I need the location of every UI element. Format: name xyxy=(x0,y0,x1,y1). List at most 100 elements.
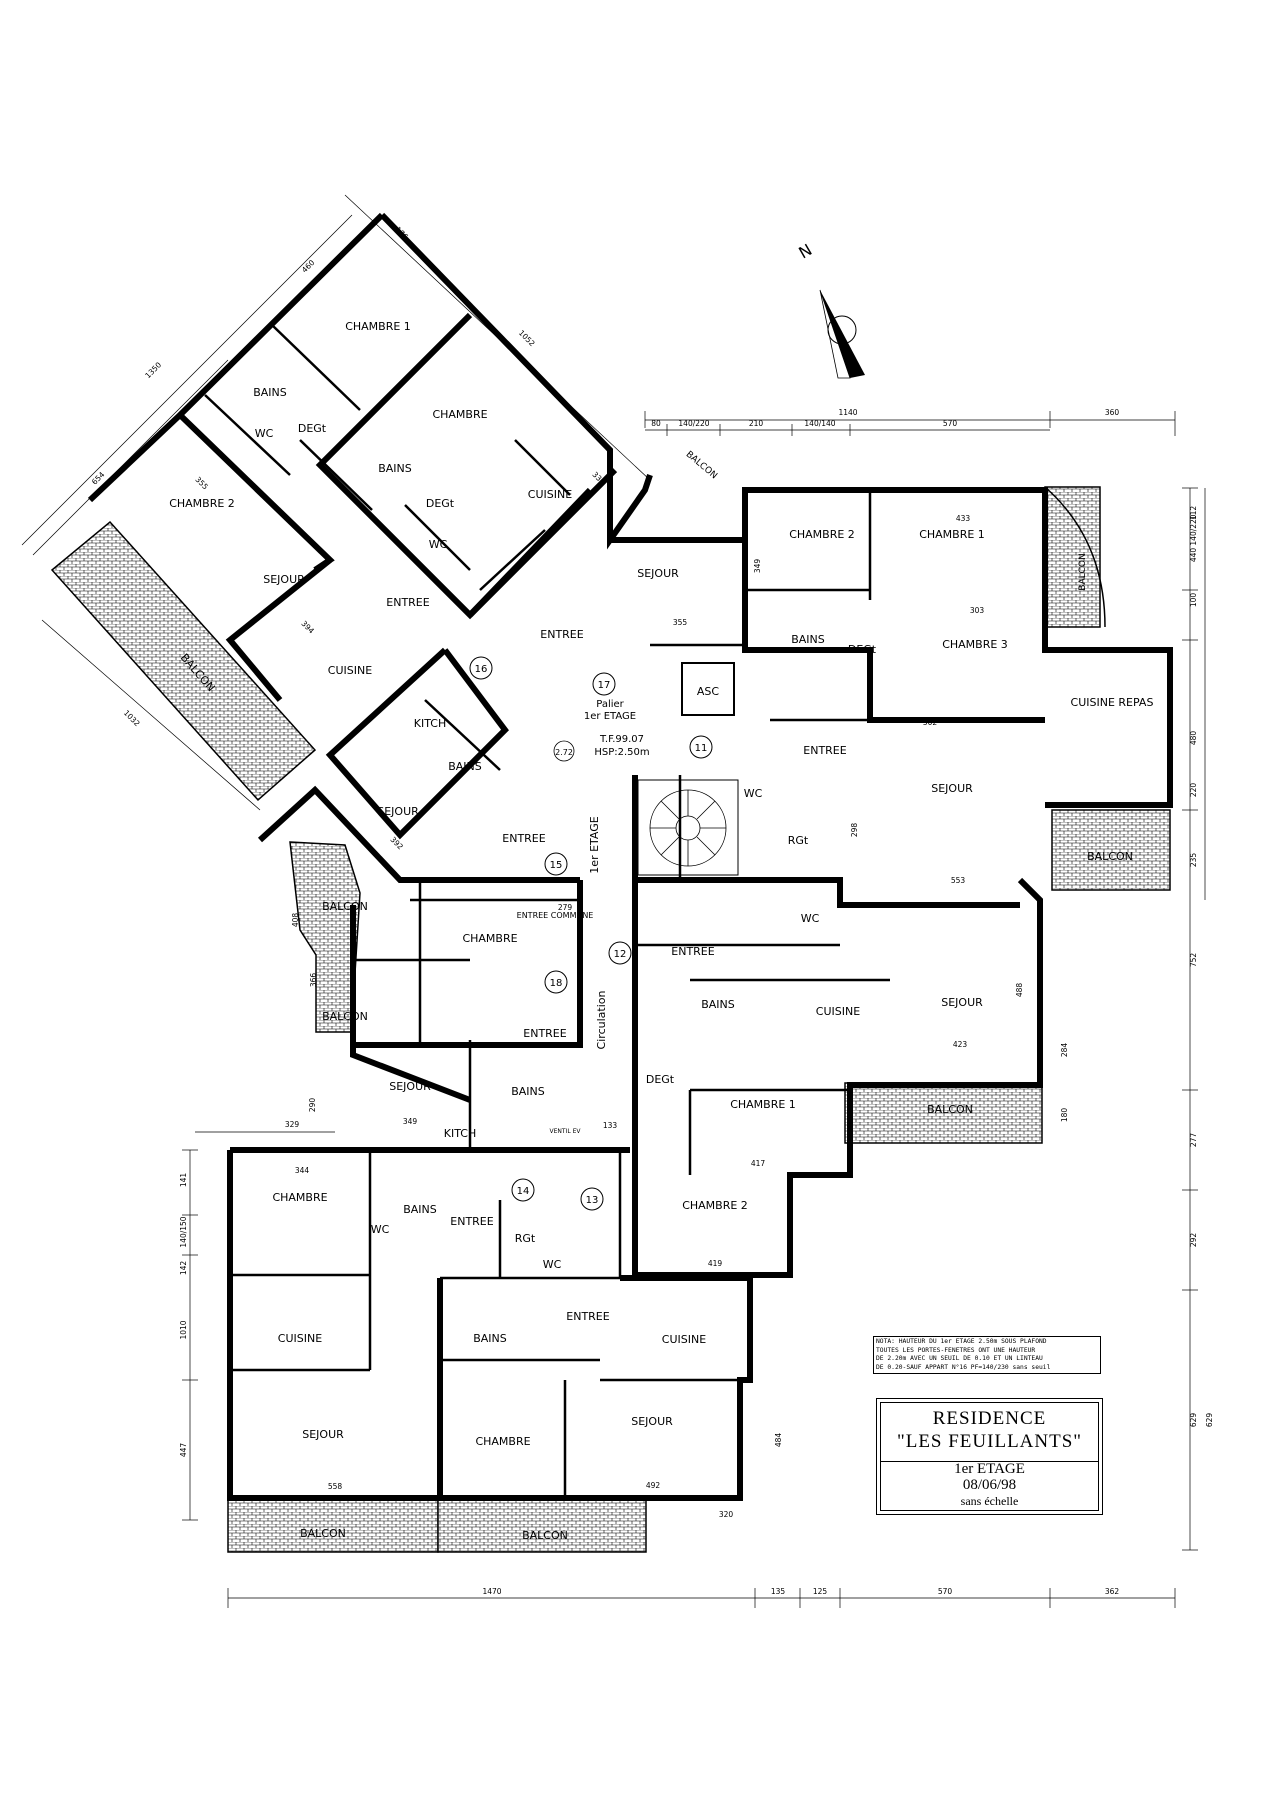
dim-label: 423 xyxy=(953,1040,968,1049)
dim-label: 303 xyxy=(970,606,985,615)
dim-label: 1140 xyxy=(838,408,857,417)
apartment-number: 18 xyxy=(550,978,563,989)
room-label: CUISINE xyxy=(528,488,572,501)
staircase xyxy=(637,779,739,876)
room-label: CUISINE xyxy=(278,1332,322,1345)
room-label: CHAMBRE xyxy=(462,932,517,945)
dim-label: 492 xyxy=(646,1481,661,1490)
room-label: BALCON xyxy=(927,1103,973,1116)
room-label: SEJOUR xyxy=(637,567,679,580)
title-block: RESIDENCE "LES FEUILLANTS" 1er ETAGE 08/… xyxy=(876,1398,1103,1515)
room-label: CHAMBRE 1 xyxy=(919,528,985,541)
room-label: BAINS xyxy=(253,386,287,399)
dim-label: 1350 xyxy=(143,360,163,380)
dim-label: 100 xyxy=(1189,593,1198,608)
room-label: BALCON xyxy=(322,900,368,913)
room-label: ENTREE xyxy=(671,945,714,958)
room-label: KITCH xyxy=(414,717,446,730)
room-label: RGt xyxy=(788,834,809,847)
room-label: DEGt xyxy=(298,422,327,435)
elevator-shaft xyxy=(681,662,735,716)
room-label: WC xyxy=(744,787,763,800)
dim-label: 140/220 xyxy=(678,419,709,428)
dim-label: 140/220 xyxy=(1189,514,1198,545)
room-label: WC xyxy=(801,912,820,925)
dim-label: 1032 xyxy=(122,708,142,728)
scale-label: sans échelle xyxy=(960,1494,1019,1508)
dim-label: 1470 xyxy=(482,1587,501,1596)
dim-label: 417 xyxy=(751,1159,766,1168)
dim-label: 419 xyxy=(708,1259,723,1268)
room-label: ENTREE COMMUNE xyxy=(517,911,594,920)
dim-label: 142 xyxy=(179,1261,188,1276)
dim-label: 433 xyxy=(956,514,971,523)
residence-label: RESIDENCE xyxy=(932,1408,1047,1429)
room-label: CHAMBRE 2 xyxy=(789,528,855,541)
apartment-number: 17 xyxy=(598,680,611,691)
dim-label: 349 xyxy=(403,1117,418,1126)
room-label: ASC xyxy=(697,685,720,698)
room-label: BALCON xyxy=(322,1010,368,1023)
room-label: SEJOUR xyxy=(377,805,419,818)
room-label: SEJOUR xyxy=(931,782,973,795)
room-label: WC xyxy=(543,1258,562,1271)
apartment-number: 16 xyxy=(475,664,488,675)
room-label: 1er ETAGE xyxy=(588,816,601,873)
room-label: ENTREE xyxy=(386,596,429,609)
room-label: CHAMBRE 2 xyxy=(169,497,235,510)
dim-label: 355 xyxy=(673,618,688,627)
room-label: BALCON xyxy=(1087,850,1133,863)
dim-label: 344 xyxy=(295,1166,310,1175)
dim-label: 284 xyxy=(1060,1043,1069,1058)
room-label: Circulation xyxy=(595,991,608,1050)
dim-label: 440 xyxy=(1189,548,1198,563)
dim-label: 558 xyxy=(328,1482,343,1491)
palier-label: 1er ETAGE xyxy=(584,711,636,722)
dimension-lines xyxy=(21,194,1206,1608)
room-label: BALCON xyxy=(684,450,719,482)
dim-label: 408 xyxy=(291,913,300,928)
room-label: KITCH xyxy=(444,1127,476,1140)
dim-label: 629 xyxy=(1205,1413,1214,1428)
apartment-number: 15 xyxy=(550,860,563,871)
interior-walls xyxy=(204,324,890,1498)
dim-label: 349 xyxy=(753,559,762,574)
dim-label: 629 xyxy=(1189,1413,1198,1428)
room-label: BAINS xyxy=(378,462,412,475)
room-label: CUISINE REPAS xyxy=(1071,696,1154,709)
room-label: ENTREE xyxy=(523,1027,566,1040)
dim-label: 279 xyxy=(558,903,573,912)
title-heading: RESIDENCE "LES FEUILLANTS" xyxy=(881,1403,1098,1462)
room-label: BAINS xyxy=(448,760,482,773)
balcony-areas xyxy=(50,486,1171,1553)
room-label: WC xyxy=(255,427,274,440)
dim-label: 360 xyxy=(1105,408,1120,417)
dim-label: 1052 xyxy=(517,328,537,348)
dim-label: 180 xyxy=(1060,1108,1069,1123)
room-label: DEGt xyxy=(848,643,877,656)
dim-label: 460 xyxy=(300,258,317,275)
room-label: BAINS xyxy=(701,998,735,1011)
room-label: BALCON xyxy=(300,1527,346,1540)
dim-label: 502 xyxy=(923,718,938,727)
room-label: ENTREE xyxy=(540,628,583,641)
dim-label: 210 xyxy=(749,419,764,428)
palier-label: T.F.99.07 xyxy=(599,734,644,745)
dim-label: 235 xyxy=(1189,853,1198,868)
dim-label: 394 xyxy=(300,619,317,636)
dim-label: 1010 xyxy=(179,1320,188,1339)
room-label: WC xyxy=(371,1223,390,1236)
room-label: BAINS xyxy=(791,633,825,646)
room-label: BAINS xyxy=(473,1332,507,1345)
note-line: DE 2.20m AVEC UN SEUIL DE 0.10 ET UN LIN… xyxy=(876,1355,1043,1362)
dim-label: 752 xyxy=(1189,953,1198,968)
apartment-number: 14 xyxy=(517,1186,530,1197)
room-label: DEGt xyxy=(646,1073,675,1086)
room-label: SEJOUR xyxy=(631,1415,673,1428)
dim-label: 220 xyxy=(1189,783,1198,798)
dim-label: 140/140 xyxy=(804,419,835,428)
north-arrow-icon: N xyxy=(795,240,865,379)
room-label: BAINS xyxy=(403,1203,437,1216)
dim-label: 488 xyxy=(1015,983,1024,998)
dim-label: 133 xyxy=(603,1121,618,1130)
